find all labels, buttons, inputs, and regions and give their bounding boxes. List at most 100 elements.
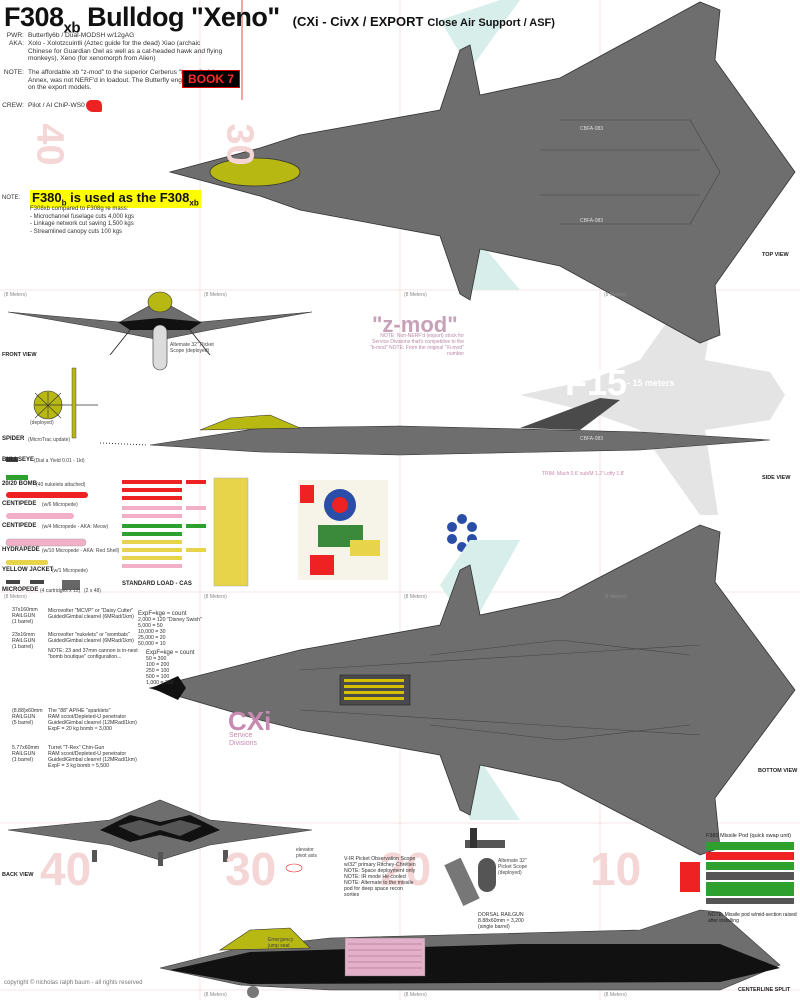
gun-spec: 5.77x60mm RAILGUN (1 barrel) bbox=[12, 745, 39, 763]
info-value: Butterfly6b / Dual-MODSH w/12gAG bbox=[28, 32, 135, 39]
weapon-note: (40 nukelets attached) bbox=[36, 482, 86, 488]
gun-desc: Turret "T-Rex" Chin-Gun RAM scoot/Deplet… bbox=[48, 745, 137, 769]
dorsal-sub2: (single barrel) bbox=[478, 924, 510, 930]
weapon-icons bbox=[5, 457, 88, 590]
picket-back-note: Alternate 32" Picket Scope (deployed) bbox=[498, 858, 528, 876]
f15-sub: - 15 meters bbox=[627, 378, 675, 388]
expf-row: 10,000 = 30 bbox=[138, 629, 166, 635]
cxi-sub: Service Divisions bbox=[229, 732, 258, 747]
gun-desc-line: NOTE: 23 and 37mm cannon is in-nest bbox=[48, 648, 138, 654]
info-row: AKA: Xolo - Xolotzcuintli (Aztec guide f… bbox=[2, 40, 232, 64]
page-title: F308xb Bulldog "Xeno" (CXi - CivX / EXPO… bbox=[4, 2, 555, 36]
measure-mark: (8 Meters) bbox=[404, 992, 427, 998]
side-view-aircraft bbox=[99, 398, 771, 456]
weapon-note: (MicroTrac update) bbox=[28, 437, 71, 443]
expf-row: 500 = 100 bbox=[146, 674, 170, 680]
gun-caliber: 37x160mm bbox=[12, 607, 38, 613]
title-name: Bulldog "Xeno" bbox=[80, 2, 280, 32]
scale-number: 40 bbox=[40, 843, 92, 895]
back-view-aircraft bbox=[7, 799, 313, 873]
measure-mark: (8 Meters) bbox=[604, 594, 627, 600]
crew-mascot-icon bbox=[86, 100, 102, 112]
gun-desc: Microvolter "nukelets" or "wombats" Guid… bbox=[48, 632, 138, 660]
weapon-name: MICROPEDE bbox=[2, 587, 39, 593]
hull-marking: CBFA-083 bbox=[580, 436, 604, 442]
dorsal-note: DORSAL RAILGUN 8.88x60mm ≈ 3,200 (single… bbox=[478, 912, 524, 930]
measure-mark: (8 Meters) bbox=[404, 594, 427, 600]
weapon-name: BULLSEYE bbox=[2, 457, 35, 463]
expf-head: ExpF=kge ≈ count bbox=[146, 650, 195, 656]
trim-note: TRIM: Mach 0.6' sub/M 1.2' Lofty 1.8' bbox=[542, 471, 625, 477]
top-view-panel-lines bbox=[540, 119, 721, 225]
vir-line: NOTE: IR mode He cooled bbox=[344, 874, 406, 880]
bomb-bay-stores bbox=[344, 679, 404, 700]
info-key: PWR: bbox=[6, 32, 24, 39]
weapon-name: HYDRAPEDE bbox=[2, 547, 40, 553]
back-view-label: BACK VIEW bbox=[2, 872, 34, 878]
measure-mark: (8 Meters) bbox=[604, 292, 627, 298]
dorsal-title: DORSAL RAILGUN bbox=[478, 912, 524, 918]
copyright: copyright © nicholas ralph baum - all ri… bbox=[4, 980, 143, 986]
expf-row: 100 = 200 bbox=[146, 662, 170, 668]
info-value: The affordable xb "z-mod" to the superio… bbox=[28, 69, 221, 92]
book-badge: BOOK 7 bbox=[182, 70, 240, 88]
micropede-extra: (2 x 48) bbox=[84, 588, 101, 594]
pod-note: NOTE: Missile pod w/mid-section raised a… bbox=[708, 912, 797, 924]
expf-table-2: ExpF=kge ≈ count 50 = 300 100 = 200 250 … bbox=[146, 650, 195, 686]
cxi-title: CXi bbox=[228, 706, 272, 736]
gun-type: RAILGUN bbox=[12, 638, 36, 644]
expf-row: 1,000 = 300 bbox=[146, 680, 174, 686]
gun-type: RAILGUN bbox=[12, 714, 36, 720]
weapon-name: CENTIPEDE bbox=[2, 501, 37, 507]
note2-line: - Linkage network cut saving 1,500 kgs bbox=[30, 221, 134, 227]
info-block: PWR: Butterfly6b / Dual-MODSH w/12gAG AK… bbox=[2, 32, 232, 112]
bottom-view-label: BOTTOM VIEW bbox=[758, 768, 798, 774]
gun-count: (5 barrel) bbox=[12, 720, 34, 726]
title-main: F308 bbox=[4, 2, 64, 32]
info-key: CREW: bbox=[2, 102, 24, 109]
zmod-note: NOTE: Non-NERF'd (export) stock for Serv… bbox=[369, 333, 464, 357]
gun-caliber: 23x16mm bbox=[12, 632, 35, 638]
gun-spec: 37x160mm RAILGUN (1 barrel) bbox=[12, 607, 38, 625]
gun-desc-line: Microvolter "nukelets" or "wombats" bbox=[48, 632, 130, 638]
gun-desc-line: Guided/Gimbal clearrel (6MRad/1km) bbox=[48, 638, 134, 644]
emergency-note: Emergency jump seat bbox=[268, 937, 294, 949]
zmod-title: "z-mod" bbox=[372, 312, 458, 337]
gun-count: (1 barrel) bbox=[12, 619, 34, 625]
top-view-aircraft bbox=[168, 1, 796, 344]
gun-spec: (8.88)x60mm RAILGUN (5 barrel) bbox=[12, 708, 43, 726]
gun-desc-line: The "88" AP/HE "sparklets" bbox=[48, 708, 111, 714]
shark-mouth bbox=[152, 676, 186, 700]
note2-lines: F308xb compared to F308g re mass: - Micr… bbox=[30, 206, 134, 236]
gun-desc-line: Guided/Gimbal clearrel (6MRad/1km) bbox=[48, 614, 134, 620]
hex-emblem bbox=[447, 514, 477, 552]
gun-desc: The "88" AP/HE "sparklets" RAM scoot/Dep… bbox=[48, 708, 137, 732]
scale-number: 40 bbox=[28, 123, 71, 166]
gun-desc-line: ExpF = 20 kg bomb ≈ 3,000 bbox=[48, 726, 112, 732]
gun-caliber: 5.77x60mm bbox=[12, 745, 40, 751]
weapon-note: (4 cartridges x 12) bbox=[40, 588, 81, 594]
info-row: NOTE: The affordable xb "z-mod" to the s… bbox=[2, 69, 232, 93]
expf-table-1: ExpF=kge ≈ count 2,000 = 120 "Disney Swi… bbox=[138, 611, 202, 647]
f15-silhouette bbox=[520, 275, 785, 515]
title-main-sub: xb bbox=[63, 19, 81, 37]
measure-mark: (8 Meters) bbox=[204, 292, 227, 298]
expf-row: 5,000 = 50 bbox=[138, 623, 163, 629]
gun-desc-line: "bomb boutique" configuration... bbox=[48, 654, 122, 660]
expf-row: 25,000 = 20 bbox=[138, 635, 166, 641]
info-row: CREW: Pilot / AI ChiP-WS0 bbox=[2, 102, 232, 110]
info-key: NOTE: bbox=[3, 69, 24, 76]
note2-line: - Microchannel fuselage cuts 4,000 kgs bbox=[30, 213, 135, 220]
top-view-label: TOP VIEW bbox=[762, 252, 789, 258]
note2-headline-b: is used as the F308 bbox=[66, 190, 190, 205]
gun-spec: 23x16mm RAILGUN (1 barrel) bbox=[12, 632, 35, 650]
info-row: PWR: Butterfly6b / Dual-MODSH w/12gAG bbox=[2, 32, 232, 40]
pod-title: F380 Missile Pod (quick swap unit) bbox=[706, 833, 791, 839]
picket-front-note: Alternate 32" Picket Scope (deployed) bbox=[170, 342, 214, 354]
gun-desc-line: Microvolter "MCVP" or "Daisy Cutter" bbox=[48, 608, 134, 614]
gun-type: RAILGUN bbox=[12, 751, 36, 757]
weapon-name: 20/20 BOMB bbox=[2, 481, 38, 487]
elevator-note: elevator pivot axis bbox=[296, 847, 317, 859]
